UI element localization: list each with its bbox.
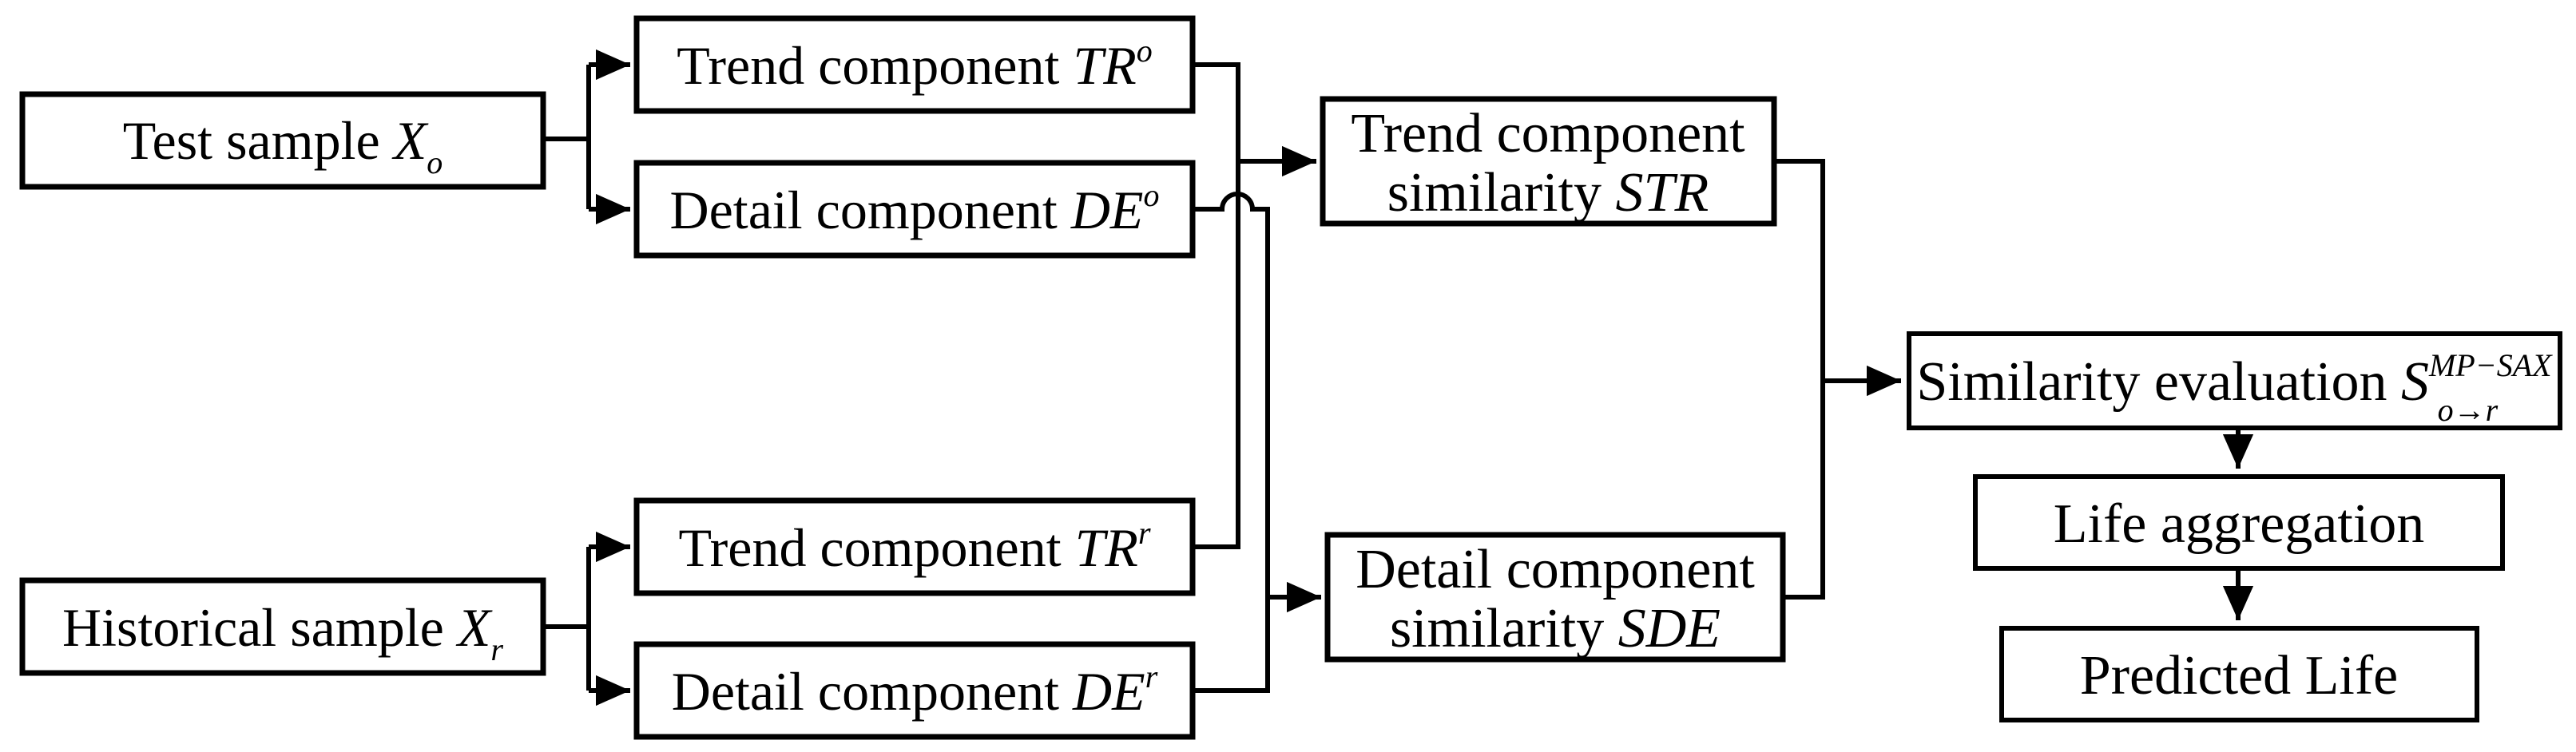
label-trend-component-r: Trend component TRr [678,515,1150,578]
box-detail-component-r [633,641,1196,740]
label-trend-similarity-line1: Trend component [1351,103,1745,164]
label-test-sample: Test sample Xo [123,110,443,180]
label-trend-component-o: Trend component TRo [677,33,1152,96]
wire-similarity-merge-bus [1774,159,1825,600]
wire-test-sample-branch [543,65,591,209]
box-similarity-evaluation [1907,331,2562,430]
box-trend-component-r [633,497,1196,596]
box-predicted-life [1999,626,2479,722]
box-test-sample [19,91,546,190]
box-historical-sample [19,577,546,676]
label-trend-similarity-line2: similarity STR [1387,162,1709,224]
box-trend-component-o [633,15,1196,114]
label-predicted-life: Predicted Life [2080,645,2398,706]
label-detail-component-r: Detail component DEr [672,659,1158,722]
label-detail-similarity-line1: Detail component [1355,539,1755,600]
wire-trend-bus [1193,62,1240,549]
label-detail-component-o: Detail component DEo [670,177,1160,240]
label-historical-sample: Historical sample Xr [62,597,503,667]
box-trend-similarity [1320,96,1777,227]
box-life-aggregation [1973,474,2505,571]
label-life-aggregation: Life aggregation [2054,493,2425,555]
box-detail-component-o [633,160,1196,259]
box-detail-similarity [1324,532,1786,663]
label-detail-similarity-line2: similarity SDE [1390,598,1721,659]
wire-detail-bus [1193,192,1270,693]
wire-historical-sample-branch [543,547,591,691]
